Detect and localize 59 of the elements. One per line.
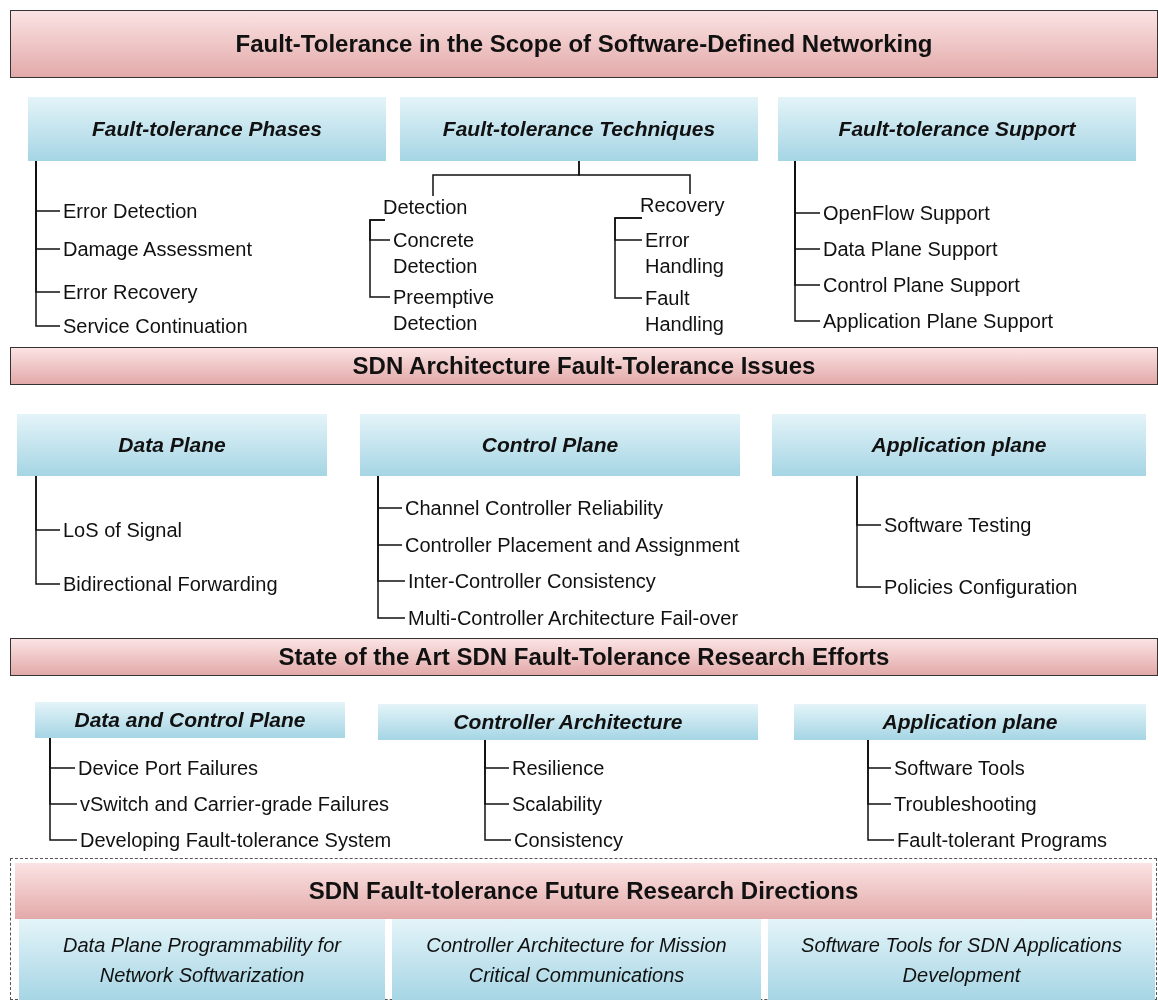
list-item: Device Port Failures (78, 755, 259, 781)
list-item: Error Detection (63, 198, 198, 224)
list-item: Fault-tolerant Programs (897, 827, 1108, 853)
list-item: Error Handling (645, 227, 740, 279)
dashed-panel (10, 858, 1157, 1000)
connector-line (614, 217, 643, 299)
list-item: Detection (383, 194, 468, 220)
list-item: vSwitch and Carrier-grade Failures (80, 791, 389, 817)
section-band: SDN Architecture Fault-Tolerance Issues (10, 347, 1158, 385)
category-header: Data and Control Plane (35, 702, 345, 738)
list-item: Recovery (640, 192, 725, 218)
connector-line (369, 219, 391, 298)
list-item: Resilience (512, 755, 605, 781)
list-item: Multi-Controller Architecture Fail-over (408, 605, 739, 631)
connector-line (867, 739, 895, 841)
connector-line (794, 160, 821, 322)
list-item: Channel Controller Reliability (405, 495, 663, 521)
category-header: Fault-tolerance Support (778, 97, 1136, 161)
direction-box: Data Plane Programmability for Network Softwarization (19, 919, 385, 1000)
list-item: Inter-Controller Consistency (408, 568, 656, 594)
connector-line (35, 475, 61, 585)
list-item: Data Plane Support (823, 236, 998, 262)
category-header: Data Plane (17, 414, 327, 476)
list-item: Control Plane Support (823, 272, 1020, 298)
list-item: OpenFlow Support (823, 200, 990, 226)
list-item: Software Tools (894, 755, 1025, 781)
list-item: Troubleshooting (894, 791, 1037, 817)
direction-box: Software Tools for SDN Applications Development (768, 919, 1155, 1000)
category-header: Application plane (794, 704, 1146, 740)
connector-line (578, 160, 691, 195)
list-item: Preemptive Detection (393, 284, 503, 336)
list-item: LoS of Signal (63, 517, 182, 543)
connector-line (377, 475, 406, 619)
connector-line (35, 160, 61, 327)
connector-line (856, 475, 882, 588)
category-header: Control Plane (360, 414, 740, 476)
list-item: Damage Assessment (63, 236, 252, 262)
list-item: Service Continuation (63, 313, 248, 339)
title-band: Fault-Tolerance in the Scope of Software-Defined Networking (10, 10, 1158, 78)
connector-line (484, 739, 512, 841)
list-item: Concrete Detection (393, 227, 503, 279)
list-item: Software Testing (884, 512, 1032, 538)
list-item: Scalability (512, 791, 603, 817)
direction-box: Controller Architecture for Mission Critical Communications (392, 919, 761, 1000)
list-item: Fault Handling (645, 285, 740, 337)
connector-line (49, 737, 78, 841)
list-item: Consistency (514, 827, 623, 853)
list-item: Developing Fault-tolerance System (80, 827, 392, 853)
category-header: Controller Architecture (378, 704, 758, 740)
list-item: Controller Placement and Assignment (405, 532, 740, 558)
list-item: Bidirectional Forwarding (63, 571, 278, 597)
list-item: Application Plane Support (823, 308, 1054, 334)
section-band: State of the Art SDN Fault-Tolerance Research Efforts (10, 638, 1158, 676)
section-band: SDN Fault-tolerance Future Research Directions (15, 863, 1152, 919)
category-header: Fault-tolerance Phases (28, 97, 386, 161)
list-item: Error Recovery (63, 279, 198, 305)
category-header: Fault-tolerance Techniques (400, 97, 758, 161)
category-header: Application plane (772, 414, 1146, 476)
list-item: Policies Configuration (884, 574, 1078, 600)
